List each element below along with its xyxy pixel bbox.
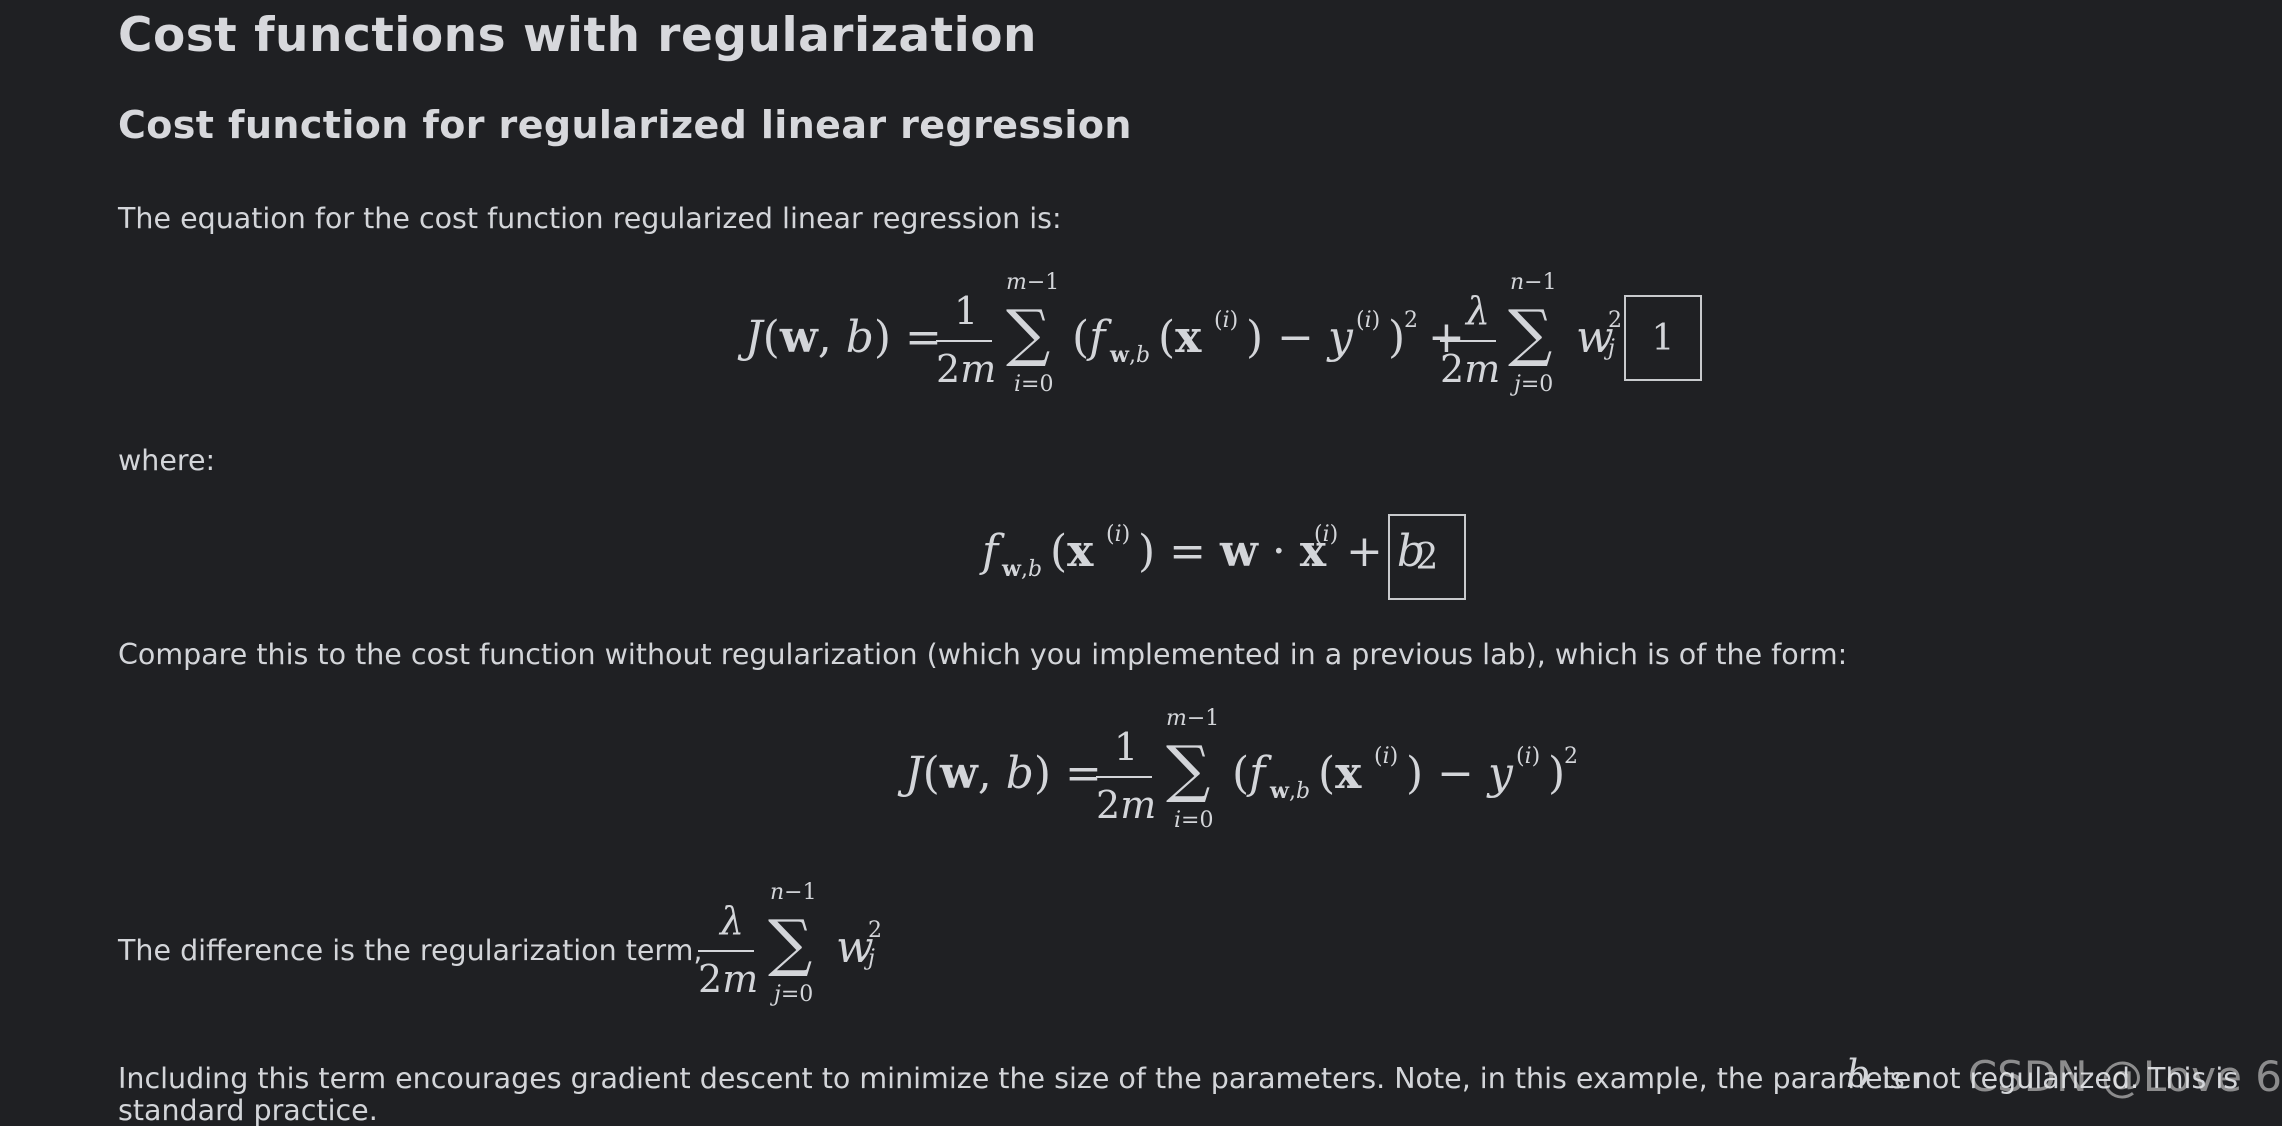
equation-unregularized-cost: J(w, b) = 1 2m m−1 ∑ i=0 (f w,b (x (i) )… bbox=[905, 706, 1578, 833]
equation-regularized-cost: J(w, b) = 1 2m m−1 ∑ i=0 (f w,b (x (i) )… bbox=[745, 270, 1622, 397]
equation-number-1: 1 bbox=[1624, 295, 1702, 381]
equation-model-function: f w,b (x (i) ) = w · x (i) + b bbox=[982, 522, 1426, 582]
intro-paragraph: The equation for the cost function regul… bbox=[118, 202, 1062, 235]
equation-number-2: 2 bbox=[1388, 514, 1466, 600]
compare-paragraph: Compare this to the cost function withou… bbox=[118, 638, 1848, 671]
page-title: Cost functions with regularization bbox=[118, 8, 1037, 63]
section-title: Cost function for regularized linear reg… bbox=[118, 103, 1132, 147]
regularization-term: λ 2m n−1 ∑ j=0 w 2 j bbox=[698, 880, 882, 1007]
including-paragraph-part1: Including this term encourages gradient … bbox=[118, 1062, 1923, 1095]
watermark: CSDN @Love 6 bbox=[1967, 1052, 2282, 1101]
parameter-b: b bbox=[1846, 1052, 1871, 1096]
including-paragraph-part2: is not regularized. This is bbox=[1882, 1062, 2239, 1095]
difference-paragraph: The difference is the regularization ter… bbox=[118, 934, 703, 967]
including-paragraph-part3: standard practice. bbox=[118, 1094, 378, 1126]
where-paragraph: where: bbox=[118, 444, 216, 477]
